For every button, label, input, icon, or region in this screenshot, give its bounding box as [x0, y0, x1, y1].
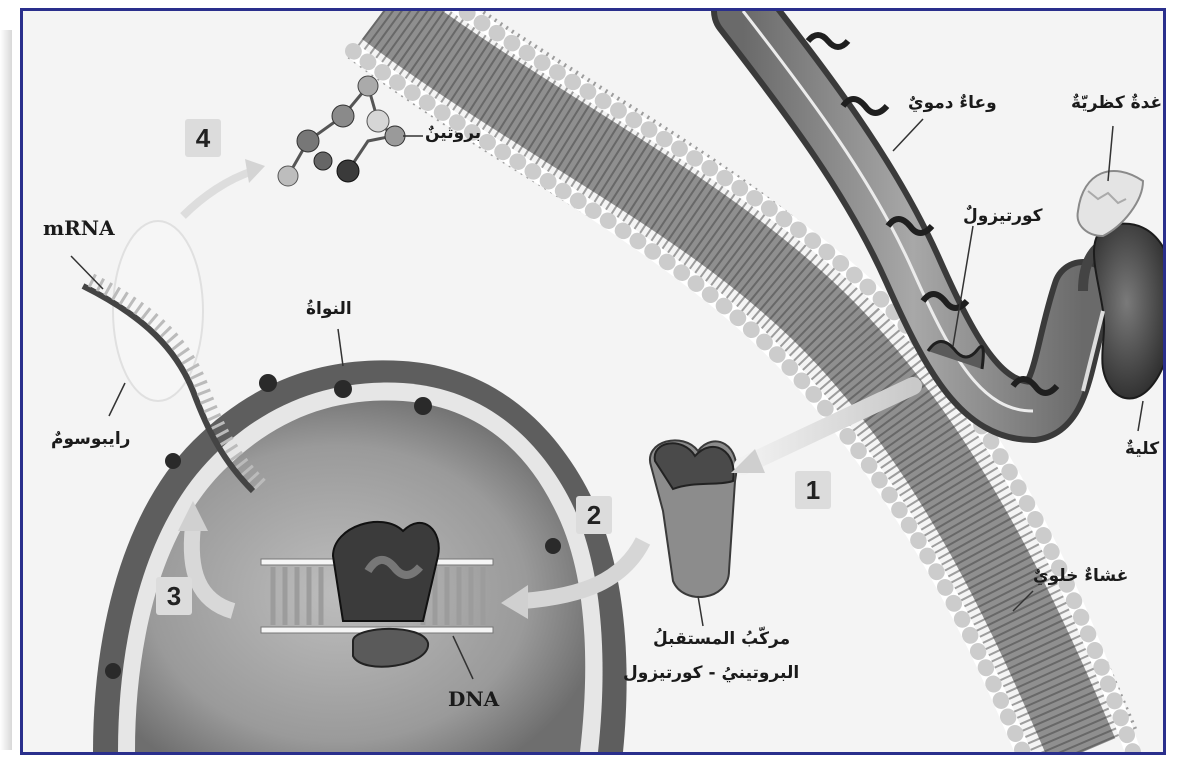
receptor-complex-label-line2: البروتينيُ - كورتيزول: [623, 663, 799, 683]
nucleus-label: النواةُ: [306, 299, 352, 319]
blood-vessel-label: وعاءٌ دمويٌ: [908, 93, 997, 113]
kidney-label: كليةٌ: [1125, 439, 1159, 459]
diagram-frame: غدةٌ كظريّةٌ وعاءٌ دمويٌ كورتيزولٌ كليةٌ…: [20, 8, 1166, 755]
step-4-badge: 4: [185, 119, 221, 157]
protein-label: بروتينٌ: [425, 123, 481, 143]
step-1-badge: 1: [795, 471, 831, 509]
cell-membrane-label: غشاءٌ خلويٌ: [1033, 566, 1128, 586]
receptor-complex: [650, 440, 736, 626]
mrna-label: mRNA: [43, 216, 115, 240]
step-2-badge: 2: [576, 496, 612, 534]
receptor-complex-label-line1: مركّبُ المستقبلُ: [653, 629, 790, 649]
adrenal-gland-label: غدةٌ كظريّةٌ: [1071, 93, 1162, 113]
ribosome-label: رايبوسومٌ: [51, 429, 130, 449]
cortisol-label: كورتيزولٌ: [963, 206, 1043, 226]
dna-label: DNA: [448, 687, 499, 711]
step-3-badge: 3: [156, 577, 192, 615]
blood-vessel: [743, 11, 1133, 411]
left-edge-shadow: [0, 30, 12, 750]
